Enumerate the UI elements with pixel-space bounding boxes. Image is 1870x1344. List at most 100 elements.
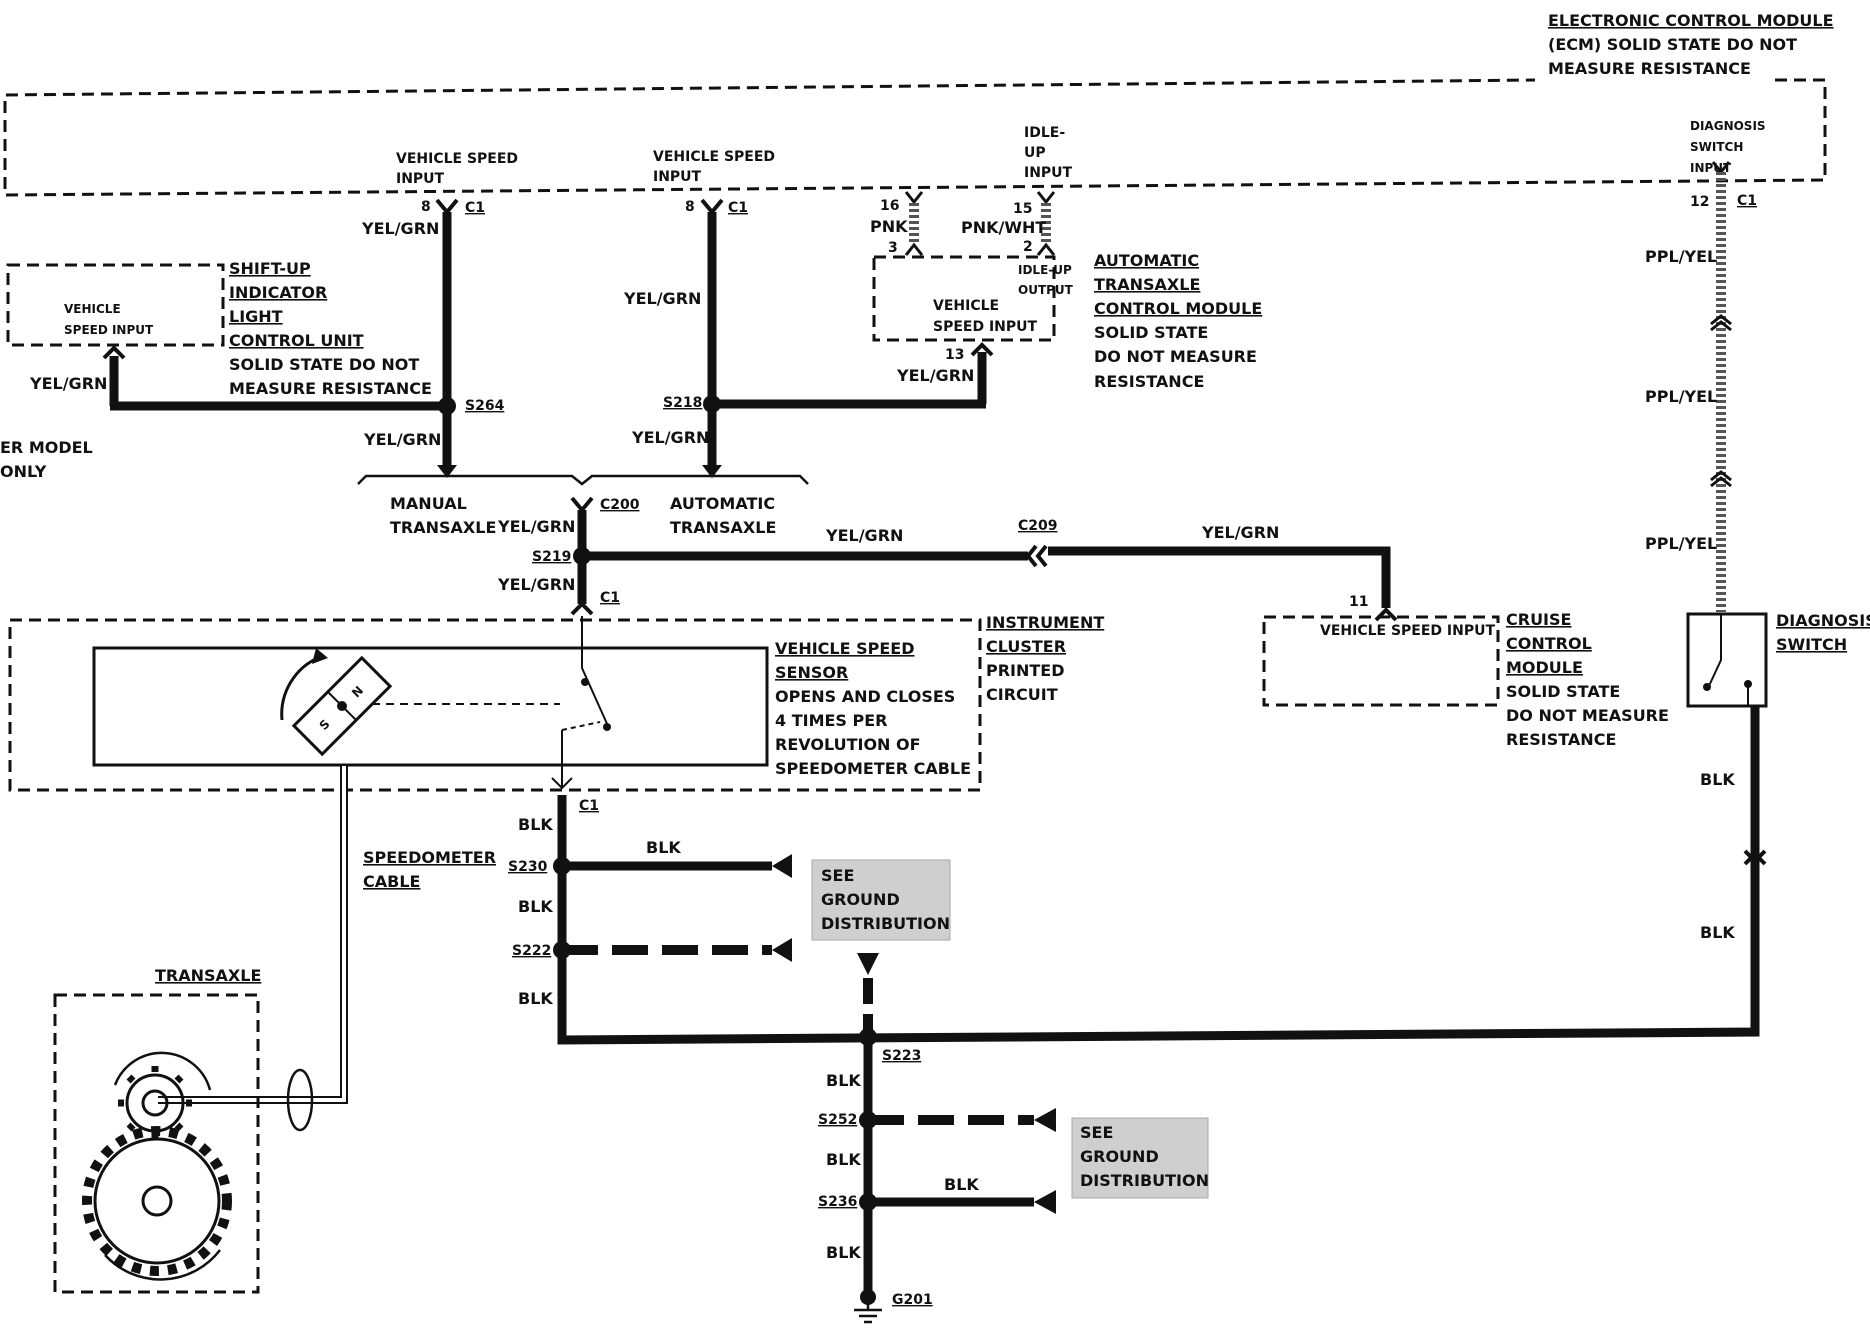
ecm-diag-b: SWITCH [1690,140,1743,154]
shift-up-l4: CONTROL UNIT [229,331,364,350]
chevron-icon [1743,849,1767,864]
ground-ref-2-l1: SEE [1080,1123,1113,1142]
splice-s264: S264 [465,398,505,414]
connector-c200: C200 [600,497,640,513]
option-model-b: ONLY [0,462,47,481]
option-manual-b: TRANSAXLE [390,518,496,537]
gear-rotation-arrow [113,1051,212,1091]
gear-icon [82,1126,232,1276]
ecm-c1-a: C1 [465,200,485,216]
ecm-pin-8b: 8 [685,199,695,215]
cable-l1: SPEEDOMETER [363,848,496,867]
wire-label-yelgrn-5: YEL/GRN [896,366,974,385]
cable-l2: CABLE [363,872,420,891]
ground-ref-2-l2: GROUND [1080,1147,1159,1166]
ecm-diag-a: DIAGNOSIS [1690,119,1766,133]
ecm-connector-chevrons [435,161,1731,216]
diagnosis-switch-circuit: PPL/YEL PPL/YEL PPL/YEL DIAGNOSIS SWITCH… [1645,172,1870,942]
cruise-l1: CRUISE [1506,610,1571,629]
wire-label-blk-9: BLK [1700,770,1735,789]
cluster-l4: CIRCUIT [986,685,1058,704]
wire-label-yelgrn-3: YEL/GRN [363,430,441,449]
wire-label-blk-2: BLK [646,838,681,857]
reed-dashed [561,721,601,731]
connector-c1-upper: C1 [600,590,620,606]
wire-label-yelgrn-9: YEL/GRN [825,526,903,545]
ecm-idle-up-c: INPUT [1024,165,1073,181]
ecm-vss-input-2-b: INPUT [653,169,702,185]
cable-rotation [286,1068,314,1132]
ground-ref-1-l2: GROUND [821,890,900,909]
ecm-c1-c: C1 [1737,193,1757,209]
reed-switch-upper [581,616,609,727]
vss-l6: SPEEDOMETER CABLE [775,759,971,778]
chevron-icon [102,345,126,360]
wire-label-blk-5: BLK [826,1071,861,1090]
ground-ref-1-bg [811,859,951,941]
arrow-left-icon [1034,1190,1056,1214]
ecm-idle-up-a: IDLE- [1024,125,1065,141]
ground-ref-1-l1: SEE [821,866,854,885]
magnet-icon: N S [291,655,393,757]
shift-up-l6: MEASURE RESISTANCE [229,379,432,398]
shift-up-box [6,263,225,347]
chevron-icon [551,777,573,790]
tcm-pin-2: 2 [1023,239,1033,255]
splice-s218-dot [703,395,721,413]
tcm-l5: DO NOT MEASURE [1094,347,1257,366]
transaxle-label: TRANSAXLE [155,966,261,985]
tcm-box-b: SPEED INPUT [933,319,1038,335]
ecm-vss-input-1-b: INPUT [396,171,445,187]
ground-ref-1-l3: DISTRIBUTION [821,914,950,933]
wire-label-pnkwht: PNK/WHT [961,218,1046,237]
arrow-down-icon [437,465,457,478]
ground-point-dot [860,1289,876,1305]
tcm-l4: SOLID STATE [1094,323,1208,342]
switch-contact [603,723,611,731]
ground-g201: G201 [892,1292,933,1308]
chevron-icon [1036,191,1056,205]
ecm-title: ELECTRONIC CONTROL MODULE [1548,11,1834,30]
cluster-l3: PRINTED [986,661,1065,680]
chevron-icon [700,198,724,216]
chevron-icon [1710,470,1732,482]
ecm-vss-input-1-a: VEHICLE SPEED [396,151,518,167]
switch-contact [1703,683,1711,691]
chevron-icon [1025,544,1038,568]
tcm-l2: TRANSAXLE [1094,275,1200,294]
option-auto-b: TRANSAXLE [670,518,776,537]
arrow-icon [312,648,328,664]
upper-wiring: PNK PNK/WHT YEL/GRN YEL/GRN S264 YEL/GRN… [0,203,1051,537]
ecm-module: ELECTRONIC CONTROL MODULE (ECM) SOLID ST… [3,11,1834,217]
gear-icon [118,1066,192,1140]
ecm-pin-12: 12 [1690,194,1709,210]
shift-up-l3: LIGHT [229,307,283,326]
wire-c209-to-cruise [1048,546,1391,608]
chevron-icon [1036,242,1056,256]
rotation-arrow [280,655,321,721]
vss-box [92,646,769,767]
shift-up-indicator-unit: VEHICLE SPEED INPUT SHIFT-UP INDICATOR L… [6,259,432,398]
wire-label-yelgrn-1: YEL/GRN [361,219,439,238]
wire-ground-bus [557,706,1760,1045]
cruise-l2: CONTROL [1506,634,1592,653]
instrument-cluster: INSTRUMENT CLUSTER PRINTED CIRCUIT VEHIC… [8,613,1104,792]
wire-label-pplyel-1: PPL/YEL [1645,247,1717,266]
shift-up-box-a: VEHICLE [64,302,121,316]
transaxle: TRANSAXLE [53,966,261,1294]
arrow-left-icon [772,938,792,962]
wire-label-pplyel-3: PPL/YEL [1645,534,1717,553]
chevron-icon [970,342,994,357]
vss-l2: SENSOR [775,663,848,682]
ground-ref-2-l3: DISTRIBUTION [1080,1171,1209,1190]
tcm-pin-13: 13 [945,347,964,363]
vss-l1: VEHICLE SPEED [775,639,914,658]
switch-contact [581,678,589,686]
cruise-l3: MODULE [1506,658,1583,677]
ecm-pin-16: 16 [880,198,899,214]
chevron-icon [904,242,924,256]
wire-label-pplyel-2: PPL/YEL [1645,387,1717,406]
wire-label-blk-3: BLK [518,897,553,916]
chevron-icon [1743,851,1767,866]
